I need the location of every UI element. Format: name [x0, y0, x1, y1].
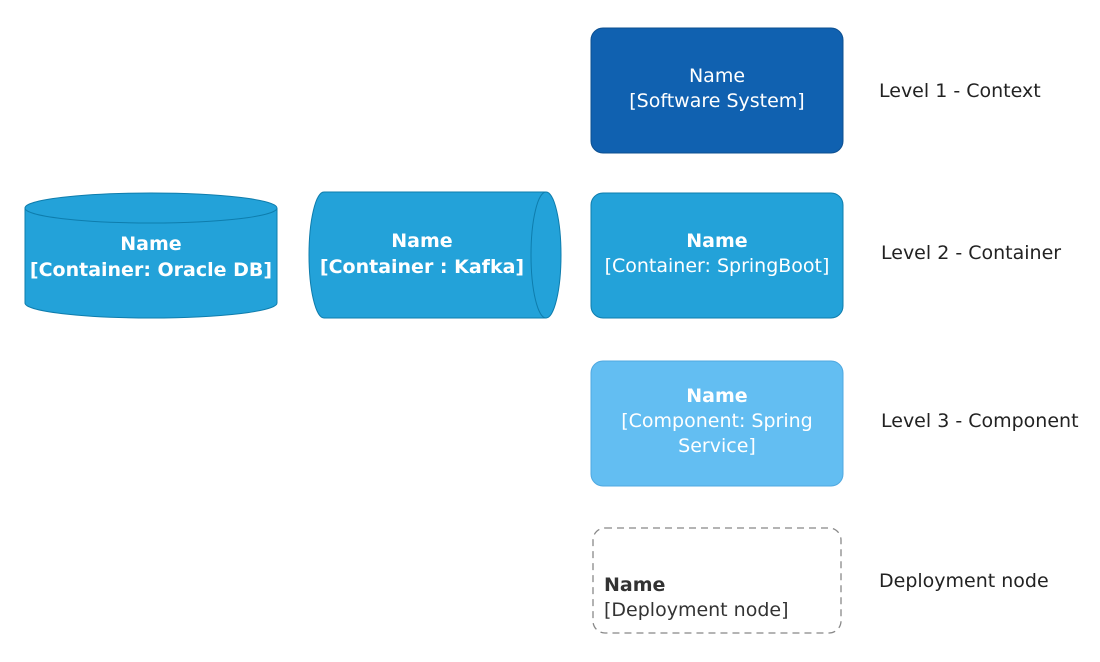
software-system-name: Name — [689, 65, 745, 87]
kafka-cylinder-body — [308, 191, 547, 319]
springboot-container-node[interactable]: Name [Container: SpringBoot] — [590, 192, 844, 319]
spring-service-component-box — [590, 360, 844, 487]
deployment-node-label: Deployment node — [879, 570, 1049, 592]
kafka-type: [Container : Kafka] — [320, 256, 524, 278]
deployment-node-type: [Deployment node] — [604, 599, 789, 621]
level-2-container-label: Level 2 - Container — [881, 242, 1061, 264]
software-system-node[interactable]: Name [Software System] — [590, 27, 844, 154]
level-3-component-label: Level 3 - Component — [881, 410, 1079, 432]
spring-service-component-type-line2: Service] — [678, 435, 756, 457]
deployment-node-name: Name — [604, 574, 665, 596]
spring-service-component-type-line1: [Component: Spring — [621, 410, 812, 432]
deployment-node[interactable]: Name [Deployment node] — [592, 527, 842, 634]
springboot-container-name: Name — [686, 230, 747, 252]
kafka-container-node[interactable]: Name [Container : Kafka] — [308, 191, 562, 319]
software-system-box — [590, 27, 844, 154]
spring-service-component-node[interactable]: Name [Component: Spring Service] — [590, 360, 844, 487]
oracle-db-container-node[interactable]: Name [Container: Oracle DB] — [24, 192, 278, 319]
software-system-type: [Software System] — [629, 90, 804, 112]
kafka-cylinder-end — [530, 191, 562, 319]
springboot-container-box — [590, 192, 844, 319]
spring-service-component-name: Name — [686, 385, 747, 407]
kafka-name: Name — [391, 230, 452, 252]
oracle-db-type: [Container: Oracle DB] — [30, 259, 272, 281]
oracle-db-cylinder-top — [24, 192, 278, 224]
level-1-context-label: Level 1 - Context — [879, 80, 1041, 102]
springboot-container-type: [Container: SpringBoot] — [605, 255, 830, 277]
deployment-node-box — [592, 527, 842, 634]
oracle-db-name: Name — [120, 233, 181, 255]
oracle-db-cylinder-body — [24, 208, 278, 319]
